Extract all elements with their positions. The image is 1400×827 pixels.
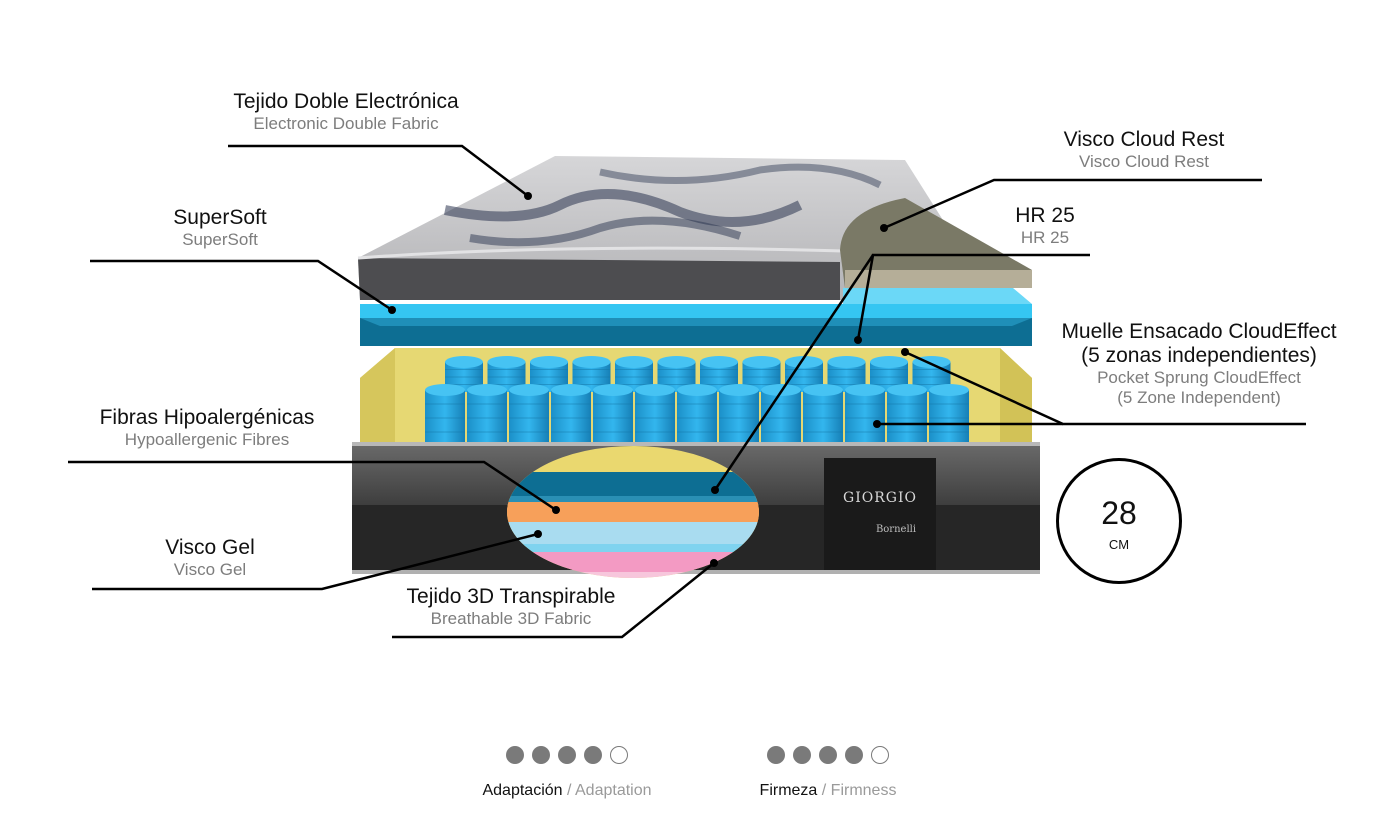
label-es-line2: (5 zonas independientes) [1081,344,1317,368]
height-value: 28 [1101,495,1137,531]
rating-dot-filled [767,746,785,764]
rating-separator: / [817,782,831,799]
rating-dot-filled [819,746,837,764]
spring-coil [509,384,549,446]
rating-dot-filled [584,746,602,764]
spring-coil [467,384,507,446]
pillow-top [357,156,965,300]
label-hr25: HR 25 HR 25 [995,204,1095,248]
label-es: Tejido 3D Transpirable [406,585,616,608]
label-electronic-fabric: Tejido Doble Electrónica Electronic Doub… [220,90,472,134]
spring-coil [593,384,633,446]
label-en: Breathable 3D Fabric [430,609,592,629]
rating-firmness: Firmeza / Firmness [734,746,922,800]
rating-caption: Firmeza / Firmness [734,782,922,800]
callout-dots [388,192,909,567]
label-visco-cloud: Visco Cloud Rest Visco Cloud Rest [1040,128,1248,172]
label-supersoft: SuperSoft SuperSoft [150,206,290,250]
rating-label-en: Adaptation [575,782,652,799]
rating-dots [734,746,922,764]
label-en: SuperSoft [182,230,258,250]
label-es: Tejido Doble Electrónica [233,90,459,113]
label-es: SuperSoft [173,206,267,229]
rating-caption: Adaptación / Adaptation [456,782,678,800]
label-en-line1: Pocket Sprung CloudEffect [1097,368,1301,388]
rating-dot-filled [558,746,576,764]
rating-dot-empty [610,746,628,764]
label-3d-fabric: Tejido 3D Transpirable Breathable 3D Fab… [386,585,636,629]
visco-cloud-edge [845,270,1032,288]
label-es-line1: Muelle Ensacado CloudEffect [1061,320,1337,343]
rating-dot-filled [793,746,811,764]
spring-coil [677,384,717,446]
label-en: HR 25 [1020,228,1070,248]
rating-label-es: Adaptación [482,782,563,799]
height-badge: 28 CM [1056,458,1182,584]
rating-dots [456,746,678,764]
rating-dot-filled [532,746,550,764]
spring-coil [719,384,759,446]
label-en: Visco Gel [173,560,247,580]
label-fibres: Fibras Hipoalergénicas Hypoallergenic Fi… [82,406,332,450]
brand-name: GIORGIO [843,490,917,506]
spring-coil [635,384,675,446]
label-es: Visco Cloud Rest [1063,128,1225,151]
rating-dot-filled [506,746,524,764]
label-es: HR 25 [1015,204,1075,227]
label-en-line2: (5 Zone Independent) [1117,387,1281,407]
brand-sub: Bornelli [876,524,916,535]
label-es: Visco Gel [165,536,255,559]
pocket-springs [425,356,969,446]
rating-separator: / [562,782,575,799]
rating-dot-filled [845,746,863,764]
height-unit: CM [1108,537,1130,552]
label-en: Electronic Double Fabric [253,114,439,134]
label-pocket-spring: Muelle Ensacado CloudEffect (5 zonas ind… [1040,320,1358,407]
label-en: Visco Cloud Rest [1078,152,1210,172]
spring-coil [425,384,465,446]
spring-coil [929,384,969,446]
spring-coil [551,384,591,446]
rating-label-es: Firmeza [759,782,818,799]
label-en: Hypoallergenic Fibres [124,430,290,450]
spring-coil [761,384,801,446]
spring-coil [887,384,927,446]
rating-label-en: Firmness [830,782,897,799]
rating-dot-empty [871,746,889,764]
visco-cloud-wedge [840,198,1032,288]
label-visco-gel: Visco Gel Visco Gel [140,536,280,580]
rating-adaptation: Adaptación / Adaptation [456,746,678,800]
callout-lines [68,144,1306,639]
spring-coil [845,384,885,446]
spring-coil [803,384,843,446]
cross-section [507,446,759,578]
label-es: Fibras Hipoalergénicas [99,406,315,429]
